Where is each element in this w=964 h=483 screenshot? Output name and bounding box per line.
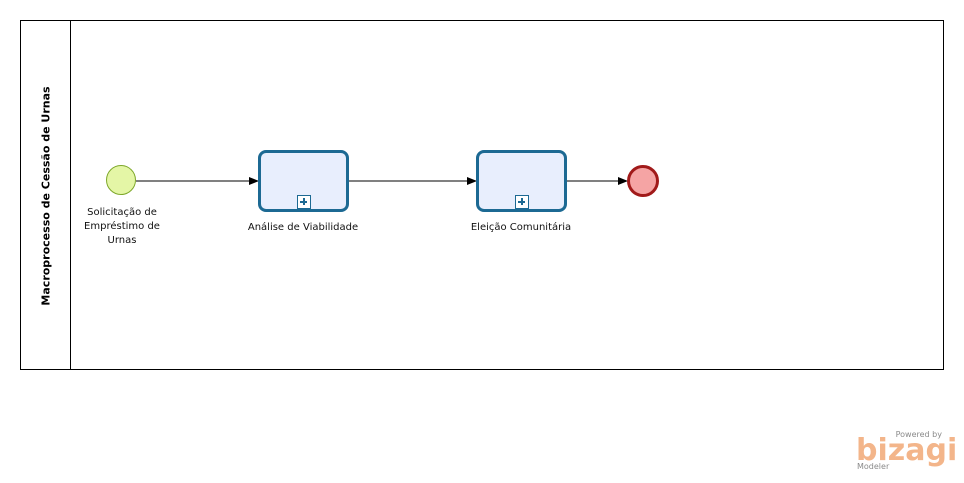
task-eleicao-label: Eleição Comunitária [470,222,572,233]
task-eleicao-comunitaria[interactable] [476,150,567,212]
powered-by-text: Powered by [895,430,942,439]
start-event-label: Solicitação de Empréstimo de Urnas [84,207,160,246]
subprocess-plus-icon[interactable] [297,195,311,209]
pool-header[interactable]: Macroprocesso de Cessão de Urnas [21,21,71,369]
modeler-text: Modeler [857,462,890,471]
end-event[interactable] [627,165,659,197]
bizagi-branding: Powered by bizagi Modeler [852,428,957,476]
task-analise-de-viabilidade[interactable] [258,150,349,212]
pool[interactable]: Macroprocesso de Cessão de Urnas [20,20,944,370]
start-event[interactable] [106,165,136,195]
bizagi-logo: bizagi [856,433,958,468]
subprocess-plus-icon[interactable] [515,195,529,209]
task-analise-label: Análise de Viabilidade [247,222,359,233]
